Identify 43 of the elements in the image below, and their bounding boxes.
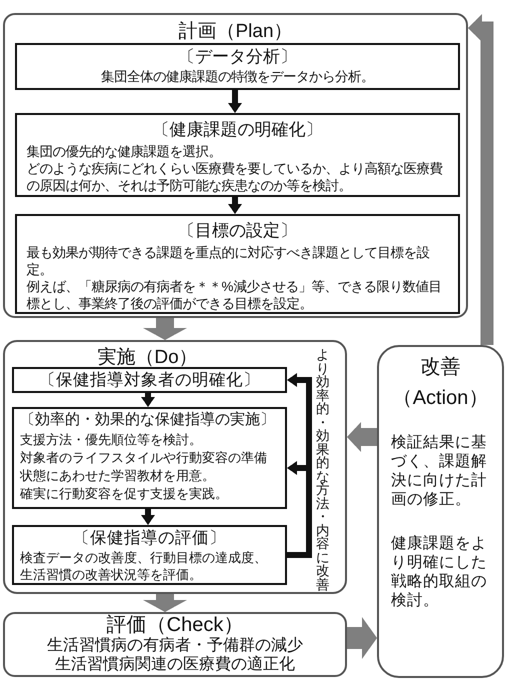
step-box (15, 214, 460, 314)
arrow (228, 90, 242, 113)
step-box (12, 367, 287, 393)
panel-title: 評価（Check） (106, 614, 244, 636)
step-box (12, 525, 287, 585)
step-box (12, 407, 287, 509)
step-title: 〔健康課題の明確化〕 (152, 119, 324, 141)
arrow (143, 594, 187, 612)
edge-label: より効率的・効果的な方法・内容に改善 (316, 348, 330, 591)
arrow (468, 14, 494, 345)
panel-title: 計画（Plan） (177, 21, 294, 43)
step-text: 例えば、「糖尿病の有病者を＊＊%減少させる」等、できる限り数値目標とし、事業終了後の評価ができる目標を設定。 (26, 278, 442, 312)
panel-text: 検証結果に基づく、課題解決に向けた計画の修正。 (391, 432, 488, 508)
panel-title: 改善（Action） (392, 354, 490, 410)
step-text: 最も効果が期待できる課題を重点的に対応すべき課題として目標を設定。 (26, 244, 430, 278)
step-text: 対象者のライフスタイルや行動変容の準備状態にあわせた学習教材を用意。 (20, 449, 268, 485)
arrow (347, 422, 377, 452)
arrow (228, 197, 242, 214)
step-title: 〔保健指導対象者の明確化〕 (38, 370, 261, 391)
step-title: 〔保健指導の評価〕 (72, 528, 227, 549)
outcome-text: 生活習慣病の有病者・予備群の減少 (46, 636, 304, 655)
arrow (143, 318, 187, 340)
step-text: 集団全体の健康課題の特徴をデータから分析。 (100, 68, 375, 86)
panel-title: 実施（Do） (96, 347, 199, 369)
arrow (141, 393, 155, 407)
step-text: 集団の優先的な健康課題を選択。 (26, 143, 222, 160)
phase-panel (377, 345, 504, 678)
step-text: 検査データの改善度、行動目標の達成度、生活習慣の改善状況等を評価。 (20, 549, 268, 583)
step-box (15, 43, 460, 90)
step-title: 〔効率的・効果的な保健指導の実施〕 (20, 410, 276, 430)
arrow (141, 509, 155, 525)
step-title: 〔目標の設定〕 (177, 220, 298, 242)
phase-panel (3, 340, 347, 594)
step-title: 〔データ分析〕 (177, 46, 298, 68)
step-text: どのような疾病にどれくらい医療費を要しているか、より高額な医療費の原因は何か、それは予防可能な疾患なのか等を検討。 (26, 160, 444, 194)
arrow (347, 617, 377, 659)
panel-text: 健康課題をより明確にした戦略的取組の検討。 (391, 534, 488, 610)
phase-panel (3, 13, 468, 318)
outcome-text: 生活習慣病関連の医療費の適正化 (54, 655, 296, 674)
phase-panel (3, 612, 347, 677)
step-text: 支援方法・優先順位等を検討。 (20, 431, 203, 449)
step-box (15, 113, 460, 197)
step-text: 確実に行動変容を促す支援を実践。 (20, 485, 229, 503)
